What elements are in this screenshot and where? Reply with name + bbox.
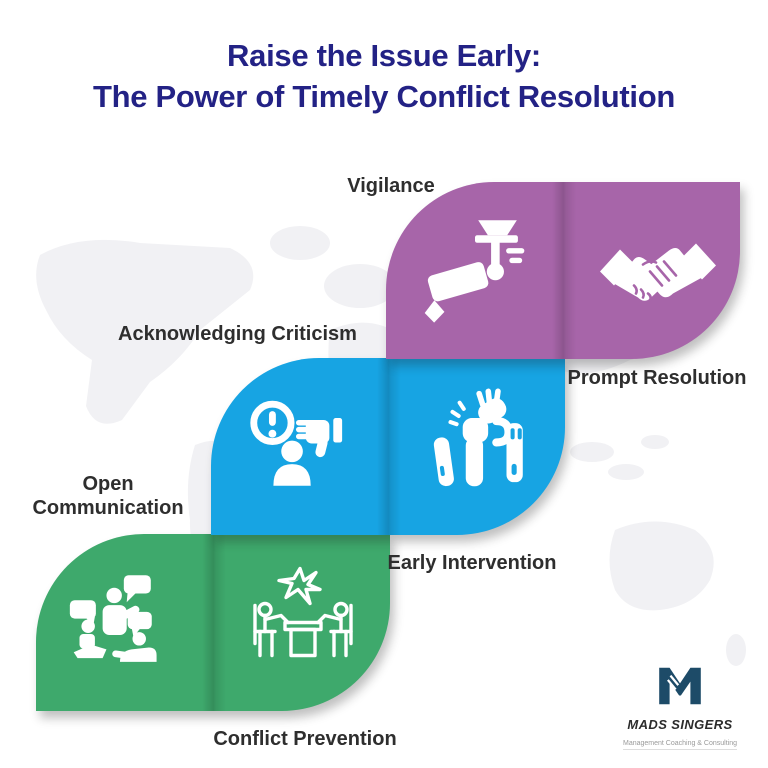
label-prompt-resolution: Prompt Resolution	[567, 367, 747, 389]
label-open-communication: Open Communication	[32, 473, 184, 519]
mads-singers-m-icon	[659, 667, 701, 705]
tier-acknowledging-early-intervention	[211, 358, 565, 535]
label-conflict-prevention: Conflict Prevention	[213, 728, 397, 750]
page-title: Raise the Issue Early: The Power of Time…	[0, 36, 768, 118]
title-line-1: Raise the Issue Early:	[227, 38, 541, 73]
brand-tagline: Management Coaching & Consulting	[622, 740, 737, 750]
meeting-discussion-icon	[248, 562, 358, 683]
title-line-2: The Power of Timely Conflict Resolution	[93, 78, 675, 114]
brand-logo: MADS SINGERS Management Coaching & Consu…	[610, 664, 750, 750]
label-early-intervention: Early Intervention	[387, 552, 557, 574]
tier-seam-shadow	[552, 182, 576, 359]
fist-intervention-icon	[423, 388, 535, 505]
criticism-thumbs-down-icon	[241, 390, 349, 503]
tier-vigilance-prompt-resolution	[386, 182, 740, 359]
brand-name: MADS SINGERS	[627, 717, 733, 732]
tier-seam-shadow	[202, 534, 226, 711]
tier-seam-shadow	[377, 358, 401, 535]
cctv-camera-icon	[416, 209, 534, 332]
label-acknowledging-criticism: Acknowledging Criticism	[118, 323, 357, 345]
label-vigilance: Vigilance	[347, 175, 435, 197]
tier-open-communication-conflict-prevention	[36, 534, 390, 711]
people-conversation-icon	[66, 567, 172, 678]
handshake-icon	[598, 218, 718, 323]
